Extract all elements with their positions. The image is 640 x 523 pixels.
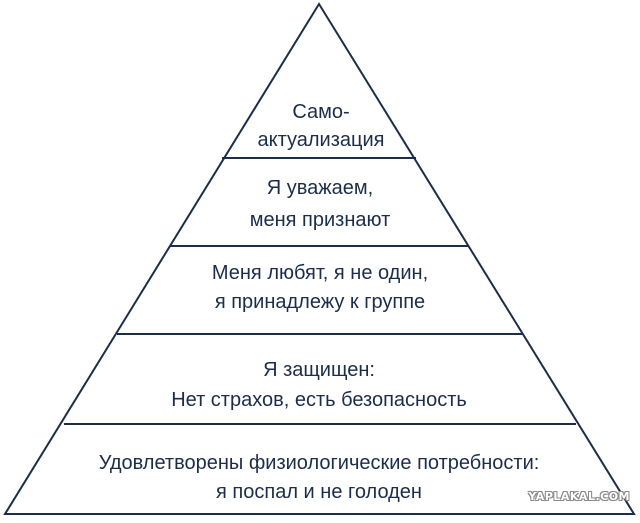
- level-5-line-2: я поспал и не голоден: [216, 481, 422, 503]
- pyramid-outline: [3, 2, 636, 515]
- level-4-line-1: Я защищен:: [263, 359, 375, 381]
- level-2-line-2: меня признают: [250, 209, 391, 231]
- level-3-line-1: Меня любят, я не один,: [212, 262, 428, 284]
- site-watermark: YAPLAKAL.COM: [528, 490, 630, 503]
- level-4-line-2: Нет страхов, есть безопасность: [171, 389, 467, 411]
- level-5-line-1: Удовлетворены физиологические потребност…: [99, 452, 540, 474]
- level-1-line-1: Само-: [292, 101, 349, 123]
- level-1-line-2: актуализация: [258, 129, 385, 151]
- level-3-line-2: я принадлежу к группе: [215, 291, 425, 313]
- level-2-line-1: Я уважаем,: [267, 177, 373, 199]
